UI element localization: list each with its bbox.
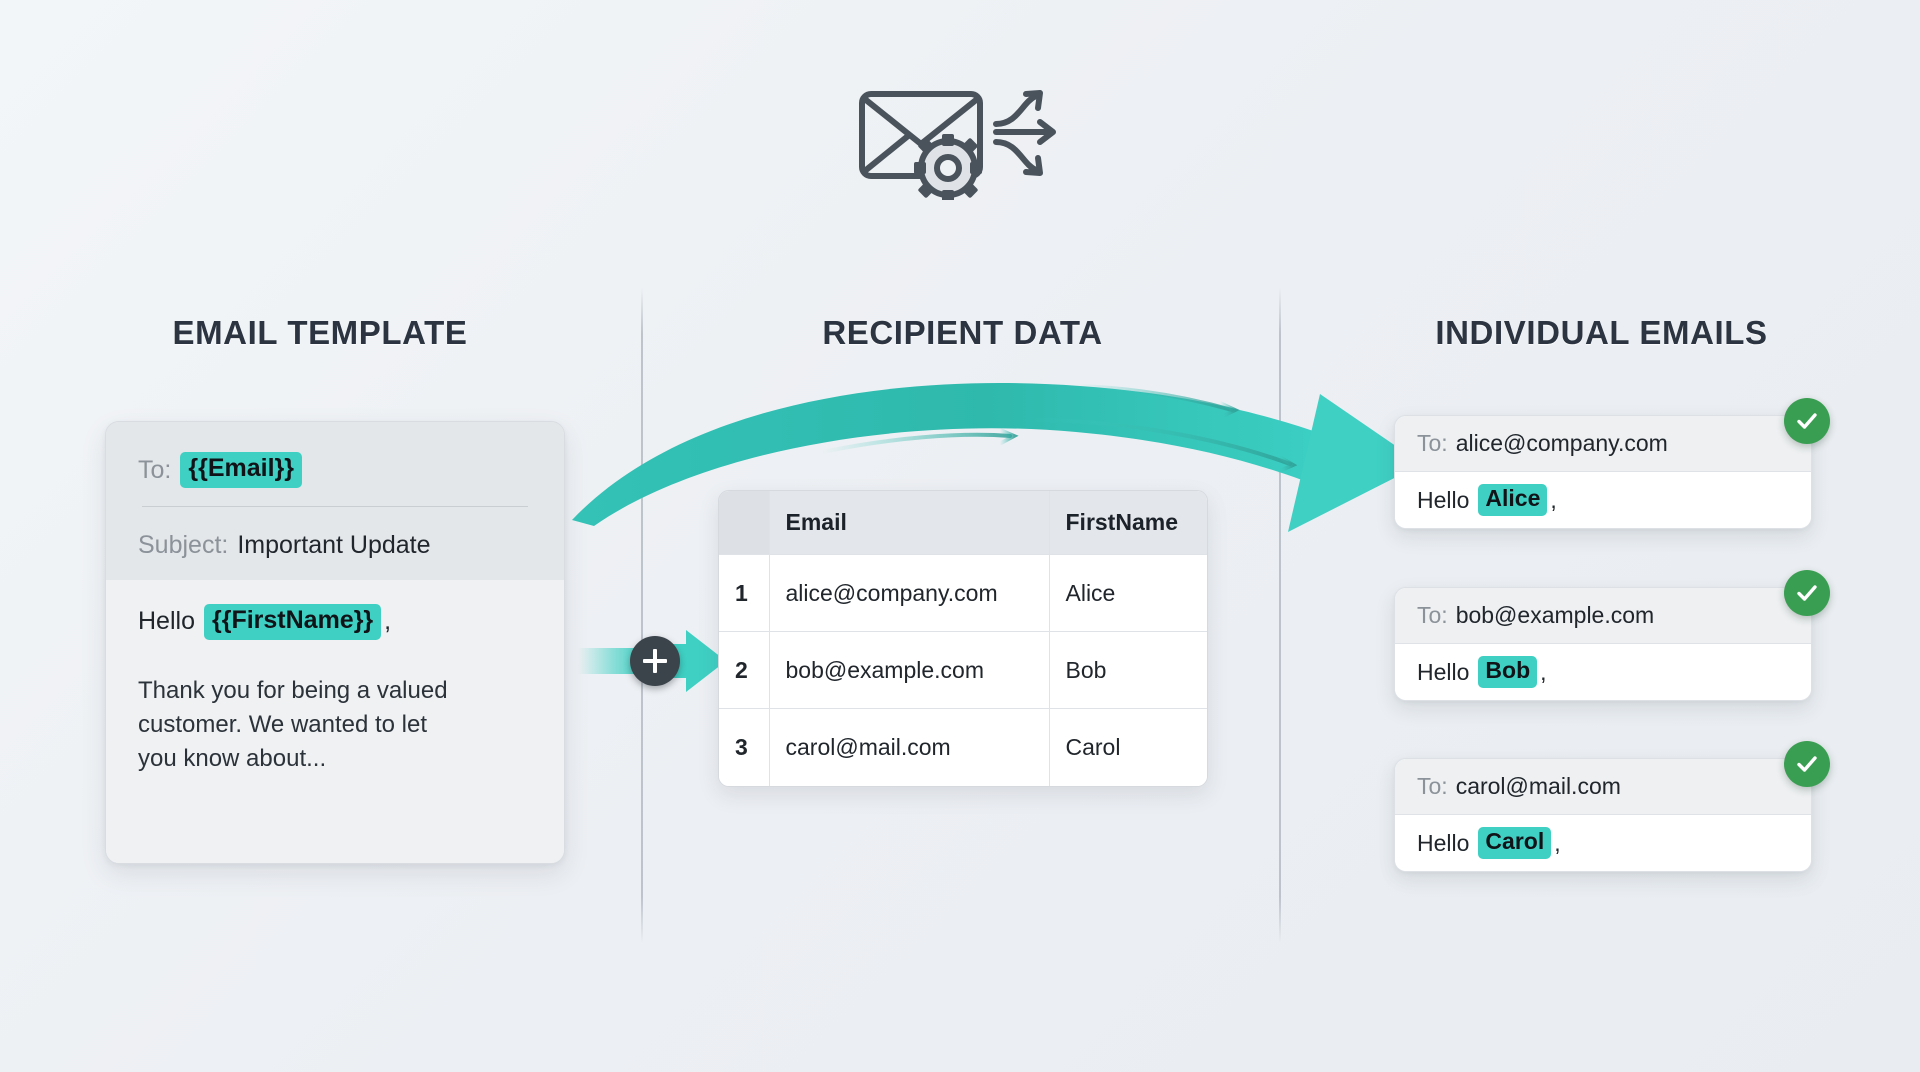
table-header-row: Email FirstName bbox=[719, 491, 1207, 555]
template-header: To: {{Email}} Subject: Important Update bbox=[106, 422, 564, 580]
envelope-gear-distribute-icon bbox=[850, 70, 1070, 202]
email-card-header: To: bob@example.com bbox=[1395, 588, 1811, 644]
email-card-header: To: carol@mail.com bbox=[1395, 759, 1811, 815]
row-index: 1 bbox=[719, 554, 770, 632]
row-index: 2 bbox=[719, 631, 770, 709]
recipient-data-table[interactable]: Email FirstName 1 alice@company.com Alic… bbox=[718, 490, 1208, 787]
greeting-comma: , bbox=[384, 607, 392, 636]
table-row[interactable]: 1 alice@company.com Alice bbox=[719, 554, 1207, 632]
individual-email-card[interactable]: To: carol@mail.com Hello Carol , bbox=[1394, 758, 1812, 872]
firstname-merge-token: {{FirstName}} bbox=[203, 604, 382, 640]
column-header-firstname: FirstName bbox=[1049, 491, 1207, 555]
cell-email: carol@mail.com bbox=[769, 708, 1050, 786]
email-card-body: Hello Alice , bbox=[1395, 472, 1811, 528]
email-card-body: Hello Carol , bbox=[1395, 815, 1811, 871]
column-header-index bbox=[719, 491, 770, 555]
merge-inflow-bar bbox=[578, 648, 640, 674]
resolved-firstname: Alice bbox=[1478, 484, 1548, 516]
template-greeting-line: Hello {{FirstName}} , bbox=[138, 604, 532, 640]
template-body: Hello {{FirstName}} , Thank you for bein… bbox=[106, 580, 564, 863]
to-label: To: bbox=[1417, 602, 1448, 628]
cell-firstname: Carol bbox=[1049, 708, 1207, 786]
section-title-email-template: EMAIL TEMPLATE bbox=[172, 314, 468, 351]
greeting-comma: , bbox=[1554, 829, 1561, 856]
table-row[interactable]: 2 bob@example.com Bob bbox=[719, 631, 1207, 709]
template-body-text: Thank you for being a valued customer. W… bbox=[138, 676, 448, 772]
subject-label: Subject: bbox=[138, 530, 229, 559]
to-value: alice@company.com bbox=[1455, 430, 1668, 456]
template-subject-row: Subject: Important Update bbox=[138, 523, 532, 567]
subject-value: Important Update bbox=[237, 530, 431, 559]
merge-connector bbox=[578, 620, 738, 700]
individual-email-card[interactable]: To: alice@company.com Hello Alice , bbox=[1394, 415, 1812, 529]
resolved-firstname: Bob bbox=[1478, 656, 1538, 688]
greeting-comma: , bbox=[1540, 658, 1547, 685]
to-label: To: bbox=[1417, 773, 1448, 799]
cell-email: bob@example.com bbox=[769, 631, 1050, 709]
to-label: To: bbox=[138, 455, 172, 484]
column-divider-right bbox=[1279, 288, 1281, 943]
row-index: 3 bbox=[719, 708, 770, 786]
greeting-prefix: Hello bbox=[1417, 829, 1470, 856]
greeting-prefix: Hello bbox=[1417, 486, 1470, 513]
email-template-card[interactable]: To: {{Email}} Subject: Important Update … bbox=[105, 421, 565, 864]
section-title-recipient-data: RECIPIENT DATA bbox=[822, 314, 1103, 351]
email-card-body: Hello Bob , bbox=[1395, 644, 1811, 700]
greeting-comma: , bbox=[1550, 486, 1557, 513]
plus-icon bbox=[630, 636, 680, 686]
merge-flow-arrow bbox=[560, 360, 1430, 540]
cell-firstname: Bob bbox=[1049, 631, 1207, 709]
to-value: carol@mail.com bbox=[1455, 773, 1621, 799]
template-divider bbox=[142, 506, 528, 507]
template-to-row: To: {{Email}} bbox=[138, 448, 532, 492]
section-title-individual-emails: INDIVIDUAL EMAILS bbox=[1435, 314, 1768, 351]
email-merge-token: {{Email}} bbox=[180, 452, 302, 488]
column-header-email: Email bbox=[769, 491, 1050, 555]
individual-email-card[interactable]: To: bob@example.com Hello Bob , bbox=[1394, 587, 1812, 701]
check-circle-icon bbox=[1784, 741, 1830, 787]
email-card-header: To: alice@company.com bbox=[1395, 416, 1811, 472]
to-label: To: bbox=[1417, 430, 1448, 456]
table-row[interactable]: 3 carol@mail.com Carol bbox=[719, 708, 1207, 786]
cell-email: alice@company.com bbox=[769, 554, 1050, 632]
merge-arrow-icon bbox=[668, 630, 728, 697]
check-circle-icon bbox=[1784, 398, 1830, 444]
resolved-firstname: Carol bbox=[1478, 827, 1552, 859]
check-circle-icon bbox=[1784, 570, 1830, 616]
greeting-prefix: Hello bbox=[1417, 658, 1470, 685]
greeting-prefix: Hello bbox=[138, 607, 195, 636]
cell-firstname: Alice bbox=[1049, 554, 1207, 632]
to-value: bob@example.com bbox=[1455, 602, 1655, 628]
column-divider-left bbox=[641, 288, 643, 943]
